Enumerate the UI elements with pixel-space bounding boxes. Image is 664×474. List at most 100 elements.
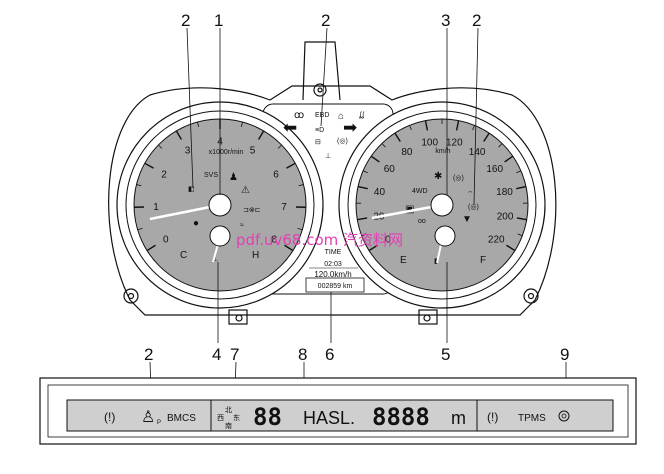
driver-warning-icon: ● [193, 218, 199, 229]
tachometer-tick [240, 121, 244, 127]
tachometer-tick [146, 244, 156, 252]
fourwd-label: 4WD [412, 188, 428, 195]
low-fuel-icon: ▼ [462, 214, 472, 225]
speedometer-ticks [356, 119, 528, 252]
watermark-text: pdf.uv68.com 汽资料网 [236, 231, 403, 249]
abs-icon: (◎) [468, 204, 479, 211]
steering-warning-icon: ꝏ [294, 110, 304, 121]
time-label: TIME [325, 249, 342, 256]
tachometer-tick [284, 244, 294, 252]
tpms-button-icon [558, 410, 570, 422]
glow-plug-icon: ≈ [240, 222, 244, 229]
speedometer-tick [516, 217, 527, 221]
tachometer-tick-label: 6 [273, 169, 279, 180]
brake-icon: (◎) [453, 175, 464, 182]
speedometer-tick [516, 185, 527, 190]
compass-west: 西 [217, 414, 224, 422]
callout-top-4: 3 [441, 11, 450, 30]
speedometer-tick-label: 180 [496, 187, 513, 198]
fuel-pump-icon: ▮ [434, 258, 438, 265]
speedometer-tick [381, 143, 386, 148]
airbag-icon: ✱ [434, 171, 442, 182]
tachometer-unit-label: x1000r/min [209, 149, 244, 156]
brake-system-icon: (◎) [337, 138, 348, 145]
tpms-label: TPMS [518, 413, 546, 424]
speedometer-tick [368, 244, 378, 252]
seatbelt-icon: ♟ [229, 172, 238, 183]
callout-display-left: 2 [144, 345, 153, 364]
speedometer-tick [498, 143, 503, 148]
callout-top-5: 2 [472, 11, 481, 30]
tachometer-tick [158, 144, 163, 149]
tachometer-needle [149, 203, 221, 221]
heading-digits: 88 [253, 403, 282, 431]
tachometer-tick-label: 0 [163, 234, 169, 245]
seat-icon: ♙ [141, 409, 155, 426]
speedometer-tick-label: 60 [384, 164, 396, 175]
callout-bottom-3: 8 [298, 345, 307, 364]
tachometer-tick-label: 8 [271, 234, 277, 245]
speedometer-tick [506, 244, 516, 252]
speedometer-tick-label: 80 [401, 147, 413, 158]
tachometer-tick [144, 162, 154, 169]
left-turn-arrow-icon: ⬅ [283, 118, 297, 137]
speedometer: 020406080100120140160180200220 km/h 4WD … [338, 101, 546, 309]
speedometer-tick [394, 132, 401, 142]
tachometer-tick [175, 130, 183, 140]
speedometer-tick-label: 160 [486, 164, 503, 175]
tpms-warning-icon: (!) [487, 410, 498, 424]
tachometer-tick-label: 1 [153, 202, 159, 213]
rear-fog-icon: ◧ [188, 186, 195, 193]
speed-readout: 120.0km/h [314, 270, 351, 279]
speedometer-tick [362, 170, 368, 174]
altitude-digits: 8888 [372, 403, 430, 431]
odometer-readout: 002859 km [318, 283, 353, 290]
hasl-label: HASL. [303, 408, 355, 428]
tachometer-tick [196, 121, 200, 127]
tachometer-tick [277, 144, 282, 149]
hazard-warning-icon: ⚠ [241, 185, 250, 196]
speedometer-tick [504, 155, 514, 163]
speedometer-tick-label: 0 [385, 234, 391, 245]
svs-label: SVS [204, 172, 218, 179]
tachometer-tick [136, 184, 142, 187]
speedometer-tick [517, 233, 523, 237]
bmcs-label: BMCS [167, 413, 196, 424]
bmcs-warning-icon: (!) [104, 410, 115, 424]
compass-south: 南 [225, 421, 232, 430]
speedometer-tick-label: 40 [374, 187, 386, 198]
speedometer-tick-label: 100 [421, 138, 438, 149]
tachometer-tick [257, 130, 265, 140]
tachometer-tick [137, 227, 143, 231]
speed-unit-label: km/h [435, 148, 450, 155]
tachometer-tick [286, 162, 296, 169]
cruise-icon: oo [418, 218, 426, 225]
p-mark: P [157, 420, 161, 426]
tachometer-tick [298, 184, 304, 187]
speedometer-tick [455, 120, 460, 131]
callout-top-3: 2 [321, 11, 330, 30]
tachometer-tick-label: 3 [185, 145, 191, 156]
traction-icon: ʆʆ [359, 112, 364, 119]
speedometer-needle [371, 203, 443, 220]
callout-bottom-4: 6 [325, 345, 334, 364]
top-callouts: 2 1 2 3 2 [181, 11, 481, 30]
engine-check-icon: ⌂ [338, 111, 344, 122]
battery-icon: ⊟ [315, 139, 321, 146]
callout-bottom-5: 5 [441, 345, 450, 364]
cluster-housing [108, 41, 557, 325]
speedometer-tick [370, 155, 380, 163]
right-turn-arrow-icon: ➡ [343, 118, 357, 137]
speedometer-tick [357, 185, 368, 190]
speedometer-tick [483, 132, 490, 142]
headlight-icon: ≡D [315, 127, 324, 134]
compass-north: 北 [225, 406, 232, 414]
compass-east: 东 [233, 413, 240, 422]
diff-lock-icon: ⊐⊗⊏ [243, 207, 261, 214]
fuel-empty-label: E [400, 255, 407, 266]
speedometer-tick-label: 120 [446, 138, 463, 149]
callout-display-right: 9 [560, 345, 569, 364]
overhead-display: (!) ♙ P BMCS 北 西 东 南 88 HASL. 8888 m (!)… [39, 377, 637, 445]
oil-pressure-icon: ⌔ [467, 191, 474, 198]
temp-cold-label: C [180, 250, 187, 261]
